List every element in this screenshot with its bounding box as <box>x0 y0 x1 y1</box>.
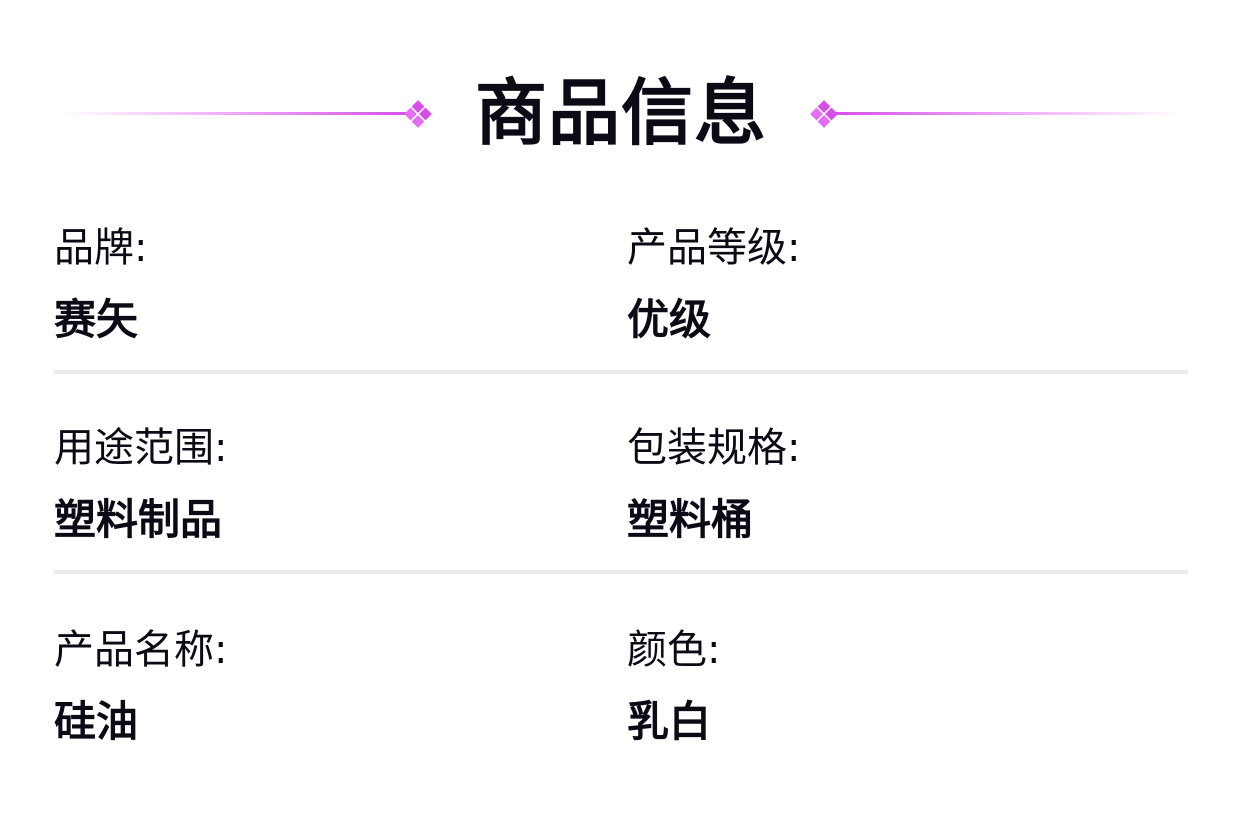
field-value: 硅油 <box>54 697 139 746</box>
info-field-brand: 品牌: 赛矢 <box>54 220 614 348</box>
diamond-cluster-icon <box>810 100 838 128</box>
info-row-3: 产品名称: 硅油 颜色: 乳白 <box>54 622 1188 815</box>
field-value: 优级 <box>627 295 712 344</box>
field-label: 品牌: <box>54 225 148 271</box>
field-label: 用途范围: <box>54 425 228 471</box>
info-row-1: 品牌: 赛矢 产品等级: 优级 <box>54 220 1188 420</box>
field-label: 产品名称: <box>54 627 228 673</box>
field-value: 塑料桶 <box>627 495 754 544</box>
info-field-color: 颜色: 乳白 <box>627 622 1187 750</box>
row-divider <box>54 570 1188 574</box>
field-label: 包装规格: <box>627 425 801 471</box>
info-field-usage: 用途范围: 塑料制品 <box>54 420 614 548</box>
header-line-left <box>60 112 410 115</box>
field-value: 塑料制品 <box>54 495 223 544</box>
field-value: 赛矢 <box>54 295 139 344</box>
field-value: 乳白 <box>627 697 712 746</box>
diamond-cluster-icon <box>404 100 432 128</box>
info-field-product-name: 产品名称: 硅油 <box>54 622 614 750</box>
info-field-grade: 产品等级: 优级 <box>627 220 1187 348</box>
field-label: 产品等级: <box>627 225 801 271</box>
header-line-right <box>832 112 1182 115</box>
page-title: 商品信息 <box>474 71 767 155</box>
info-row-2: 用途范围: 塑料制品 包装规格: 塑料桶 <box>54 420 1188 620</box>
row-divider <box>54 370 1188 374</box>
info-field-packaging: 包装规格: 塑料桶 <box>627 420 1187 548</box>
field-label: 颜色: <box>627 627 721 673</box>
section-header: 商品信息 <box>0 60 1242 170</box>
